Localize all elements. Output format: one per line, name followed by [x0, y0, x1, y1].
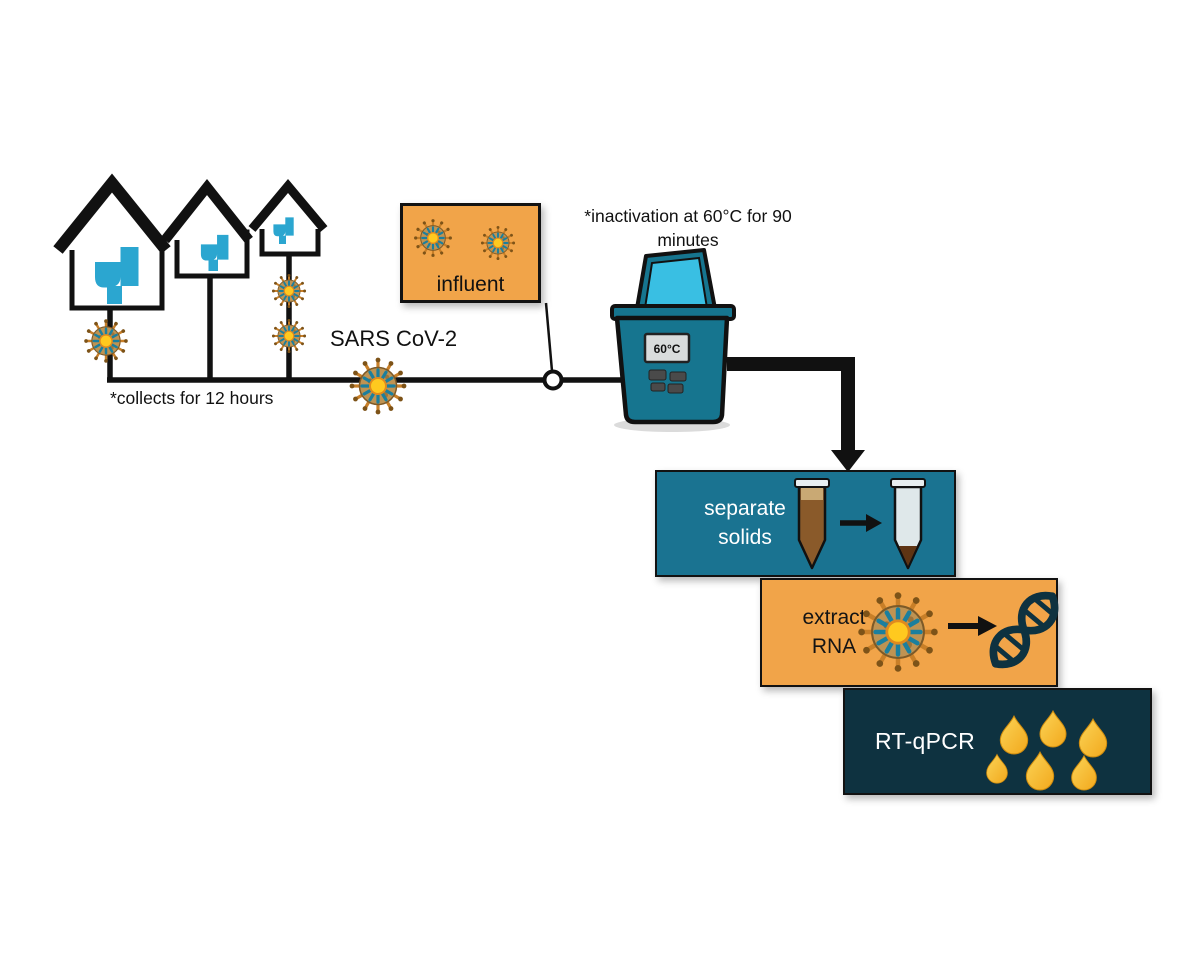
separate-solids-box: separate solids — [655, 470, 956, 577]
sewer-pipes — [107, 254, 624, 383]
virus-name-label: SARS CoV-2 — [330, 326, 458, 351]
sampler-display-text: 60°C — [654, 342, 681, 356]
house-1 — [53, 173, 171, 311]
virus-icon — [348, 356, 408, 416]
collects-note: *collects for 12 hours — [110, 388, 274, 408]
rt-qpcr-label: RT-qPCR — [875, 728, 976, 754]
influent-box: influent — [400, 203, 541, 303]
influent-label: influent — [436, 273, 505, 296]
toilet-icon — [95, 247, 139, 304]
sampler-buttons — [648, 369, 687, 394]
toilet-icon — [273, 217, 294, 244]
extract-rna-label: extract RNA — [802, 606, 866, 658]
junction-node — [542, 369, 564, 391]
virus-icon — [83, 318, 129, 364]
virus-icon — [271, 318, 307, 354]
extract-rna-box: extract RNA — [760, 578, 1058, 687]
house-2 — [161, 178, 253, 279]
flow-arrow-main — [727, 357, 865, 472]
toilet-icon — [200, 234, 229, 271]
autosampler: 60°C — [610, 248, 736, 432]
influent-connector-line — [544, 302, 554, 372]
virus-icon — [271, 273, 307, 309]
house-3 — [248, 178, 328, 257]
inactivation-note: *inactivation at 60°C for 90 minutes — [584, 206, 792, 250]
sampler-display — [643, 332, 691, 364]
separate-solids-label: separate solids — [704, 497, 786, 549]
rt-qpcr-box: RT-qPCR — [843, 688, 1152, 795]
